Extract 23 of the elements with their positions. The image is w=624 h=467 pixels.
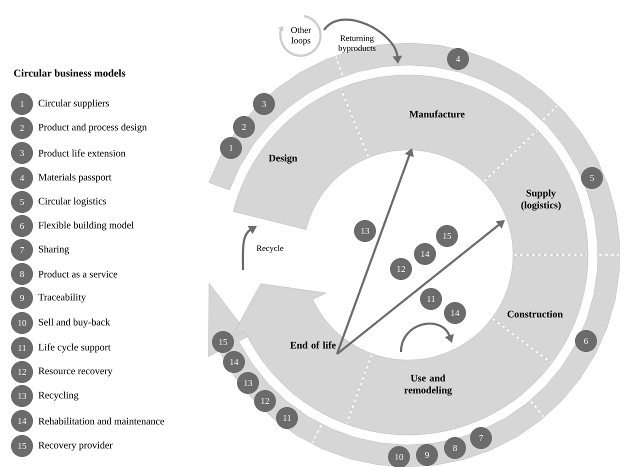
legend-text: Sharing	[38, 245, 70, 255]
legend-text: Circular suppliers	[38, 99, 109, 108]
legend-text: Product as a service	[38, 270, 118, 278]
legend-text: Sell and buy-back	[38, 318, 110, 328]
legend-text: Materials passport	[38, 173, 112, 182]
legend-title: Circular business models	[14, 69, 126, 77]
legend-text: Life cycle support	[38, 343, 111, 353]
edge-label: Returning byproducts	[338, 35, 376, 53]
legend-text: Product life extension	[38, 149, 126, 157]
stage-segment: Manufacture	[340, 74, 538, 182]
legend-text: Traceability	[38, 293, 86, 303]
stage-segment: Supply (logistics)	[483, 130, 588, 256]
legend-text: Circular logistics	[38, 197, 106, 207]
stage-segment: Use and remodeling	[346, 318, 552, 436]
arrow	[400, 322, 454, 352]
legend-text: Flexible building model	[38, 221, 134, 231]
node-label: Other loops	[291, 26, 312, 46]
legend-text: Rehabilitation and maintenance	[38, 417, 164, 424]
legend-text: Recycling	[38, 391, 78, 401]
legend-text: Recovery provider	[38, 441, 113, 451]
legend-text: Product and process design	[38, 123, 147, 133]
legend-text: Resource recovery	[38, 368, 113, 376]
edge-label: Recycle	[256, 245, 284, 253]
